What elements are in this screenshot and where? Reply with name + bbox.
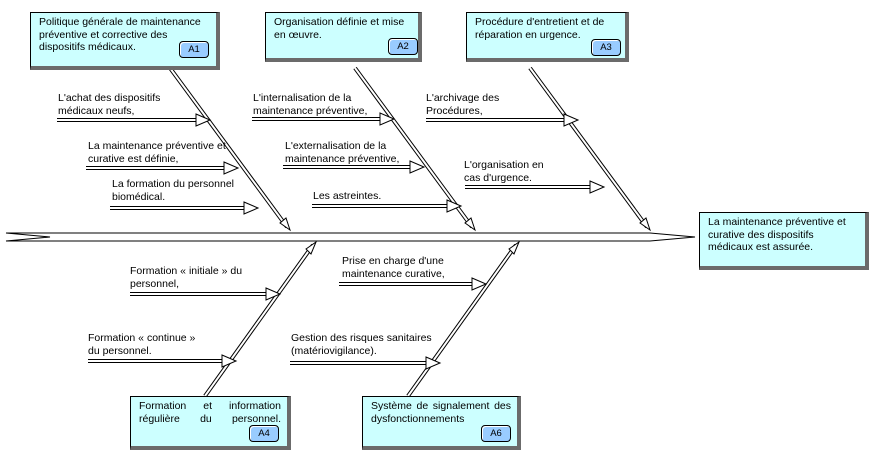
subcause-label: Formation « initiale » du personnel,	[130, 265, 243, 290]
subcause-label: L'achat des dispositifs médicaux neufs,	[58, 92, 161, 117]
subcause-label: Les astreintes.	[313, 190, 382, 202]
cause-text: Système de signalement des dysfonctionne…	[371, 400, 511, 425]
subcause-label: L'archivage des Procédures,	[426, 92, 500, 117]
cause-tag: A6	[481, 425, 511, 442]
subcause-label: L'internalisation de la maintenance prév…	[253, 92, 368, 117]
bone-a2	[353, 66, 474, 229]
cause-tag: A3	[591, 39, 621, 56]
subcause-label: La formation du personnel biomédical.	[112, 178, 234, 203]
cause-tag: A2	[388, 38, 418, 55]
bone-a1	[168, 66, 289, 229]
bone-a3	[528, 66, 649, 229]
cause-text: Politique générale de maintenance préven…	[39, 16, 201, 53]
cause-text: Organisation définie et mise en œuvre.	[274, 16, 405, 41]
cause-text: Procédure d'entretient et de réparation …	[475, 16, 605, 41]
subcause-label: Gestion des risques sanitaires (matériov…	[291, 332, 432, 357]
cause-tag: A1	[179, 41, 209, 58]
bone-a4	[203, 243, 315, 398]
effect-box: La maintenance préventive et curative de…	[699, 212, 869, 270]
cause-box-a1: Politique générale de maintenance préven…	[30, 12, 220, 70]
subcause-arrows	[57, 117, 590, 365]
subcause-label: La maintenance préventive et curative es…	[88, 140, 226, 165]
bone-a6	[406, 243, 518, 398]
cause-text: Formation et information régulière du pe…	[139, 400, 281, 425]
arrow-heads	[195, 112, 651, 370]
subcause-label: Formation « continue » du personnel.	[88, 332, 196, 357]
subcause-label: L'organisation en cas d'urgence.	[464, 159, 544, 184]
effect-text: La maintenance préventive et curative de…	[708, 216, 846, 253]
cause-box-a2: Organisation définie et mise en œuvre. A…	[265, 12, 422, 62]
cause-box-a3: Procédure d'entretient et de réparation …	[466, 12, 629, 62]
cause-box-a6: Système de signalement des dysfonctionne…	[362, 396, 521, 450]
subcause-label: Prise en charge d'une maintenance curati…	[342, 255, 445, 280]
cause-tag: A4	[249, 425, 279, 442]
main-spine-arrow	[5, 232, 696, 242]
cause-box-a4: Formation et information régulière du pe…	[130, 396, 291, 450]
subcause-label: L'externalisation de la maintenance prév…	[285, 140, 400, 165]
